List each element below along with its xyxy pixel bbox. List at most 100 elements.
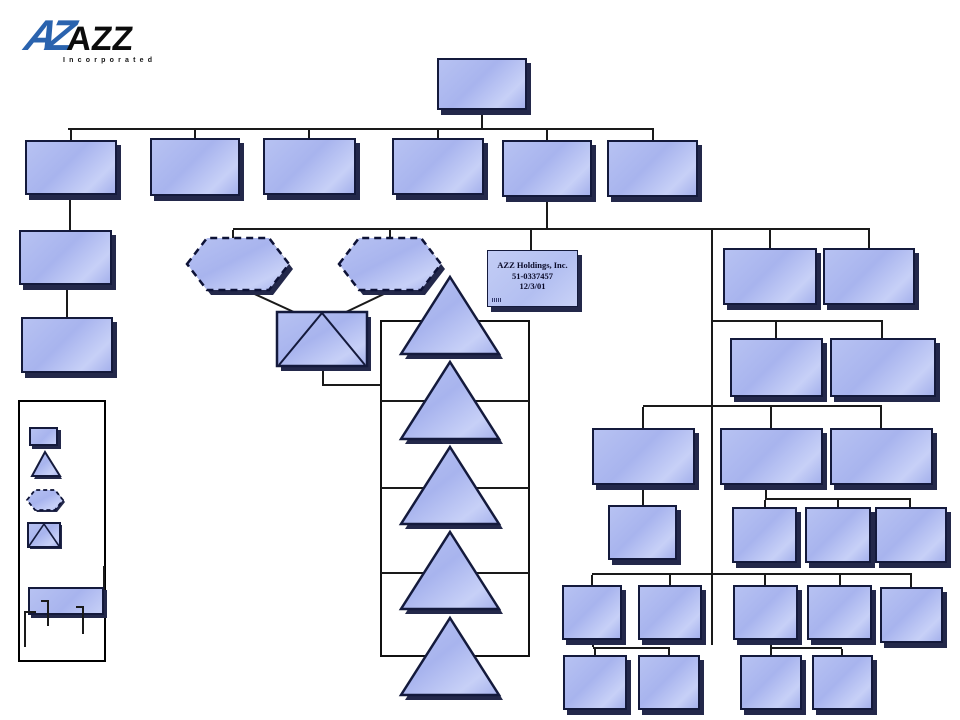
legend-connector-line [76,606,84,608]
connector-line [66,285,68,317]
connector-line [909,500,911,507]
right-tier3-box-1 [592,428,695,485]
triangle-4 [398,529,503,614]
connector-line [881,322,883,338]
right-tier5-box-2 [638,585,702,640]
connector-line [68,128,654,130]
level2-box-3 [263,138,356,195]
connector-line [770,640,772,647]
connector-line [546,129,548,140]
connector-line [592,573,912,575]
level2-box-6 [607,140,698,197]
level2-box-5 [502,140,592,197]
root-box [437,58,527,110]
connector-line [642,407,644,428]
connector-line [775,322,777,338]
right-tier5-box-4 [807,585,872,640]
legend-dashed-hexagon-sample [25,489,65,512]
azz-logo-mark-icon: AZ [20,12,72,60]
connector-line [652,129,654,140]
right-tier5-box-5 [880,587,943,643]
connector-line [322,384,380,386]
connector-line [910,575,912,587]
right-tier2-box-2 [830,338,936,397]
legend-connector-line [41,600,49,602]
azz-logo: AZ AZZ Incorporated [20,12,186,72]
connector-line [769,230,771,248]
right-tier4-box-2 [805,507,871,563]
triangle-2 [398,359,503,444]
triangle-1 [398,274,503,359]
connector-line [711,320,883,322]
connector-line [642,485,644,505]
connector-line [643,405,882,407]
holdings-line-1: AZZ Holdings, Inc. [497,260,568,270]
connector-line [233,228,870,230]
connector-line [837,500,839,507]
connector-line [591,575,593,585]
connector-line [765,498,911,500]
dashed-hexagon-1 [185,236,293,295]
legend-connector-sample-box [28,587,104,615]
left-branch-box-2 [21,317,113,373]
right-tier4-box-1 [732,507,797,563]
azz-holdings-box: AZZ Holdings, Inc. 51-0337457 12/3/01 [487,250,578,307]
right-tier2-box-1 [730,338,823,397]
legend-connector-line [24,611,26,647]
right-tier6-box-2 [638,655,700,710]
azz-logo-wordmark: AZZ [65,20,136,58]
connector-line [770,647,842,649]
connector-line [669,575,671,585]
legend-connector-line [82,607,84,634]
connector-line [770,649,772,655]
connector-line [880,407,882,428]
triangle-5 [398,615,503,700]
right-tier5-box-3 [733,585,798,640]
connector-line [308,129,310,138]
connector-line [594,649,596,655]
connector-line [764,500,766,507]
connector-line [668,649,670,655]
connector-line [546,197,548,228]
right-tier5-box-1 [562,585,622,640]
legend-connector-line [24,611,36,613]
connector-line [70,129,72,140]
right-tier3-box-3 [830,428,933,485]
connector-line [592,640,594,647]
connector-line [481,110,483,128]
connector-line [389,230,391,238]
level2-box-2 [150,138,240,196]
level2-box-1 [25,140,117,195]
legend-connector-line [47,601,49,626]
connector-line [764,575,766,585]
right-tier6-box-1 [563,655,627,710]
connector-line [232,230,234,238]
right-tier6-box-3 [740,655,802,710]
tiny-corner-mark-icon [492,298,502,302]
right-tier1-box-2 [823,248,915,305]
connector-line [322,368,324,385]
legend-rectangle-sample [29,427,58,446]
connector-line [770,407,772,428]
dashed-hexagon-2 [337,236,445,295]
level2-box-4 [392,138,484,195]
triangle-3 [398,444,503,529]
legend-triangle-sample [30,450,62,479]
envelope-box [275,310,371,371]
left-branch-box-1 [19,230,112,285]
connector-line [868,230,870,248]
right-tier4-box-3 [875,507,947,563]
right-tier6-box-4 [812,655,873,710]
connector-line [530,230,532,250]
legend-connector-line [103,566,105,614]
right-tier1-box-1 [723,248,817,305]
right-tier3-box-2 [720,428,823,485]
connector-trunk-line [711,228,713,645]
holdings-line-2: 51-0337457 [511,270,554,281]
holdings-line-3: 12/3/01 [519,281,546,291]
connector-line [437,129,439,138]
connector-line [765,485,767,498]
azz-logo-subtitle: Incorporated [63,57,157,64]
connector-line [839,575,841,585]
